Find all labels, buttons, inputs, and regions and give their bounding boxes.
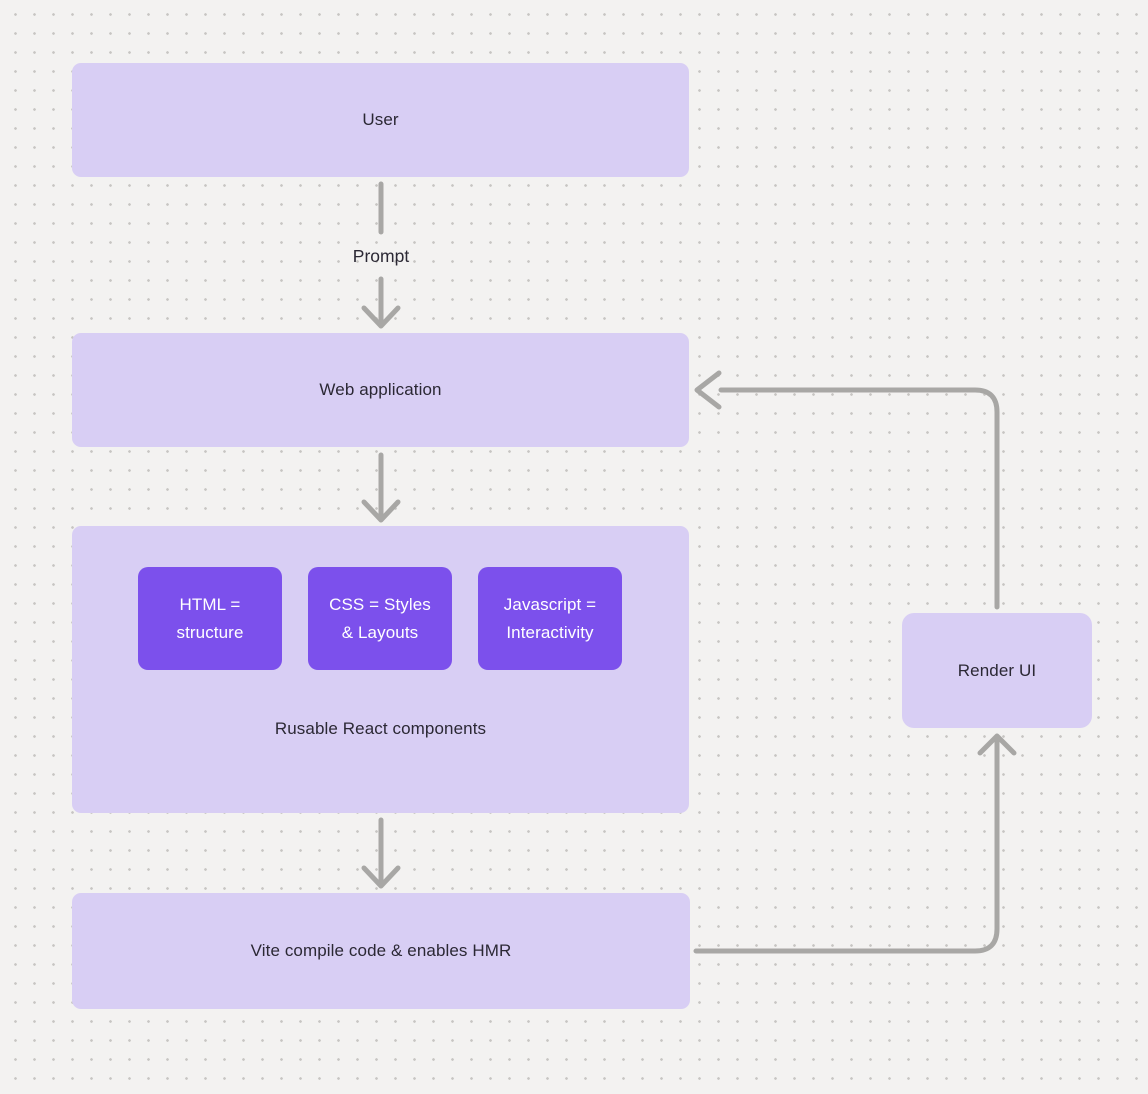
down-arrowhead-icon xyxy=(361,305,401,329)
connector-vite-to-renderui xyxy=(693,738,1000,954)
node-user-label: User xyxy=(362,110,399,129)
node-user: User xyxy=(72,63,689,177)
down-arrowhead-icon xyxy=(361,865,401,889)
edge-label-prompt: Prompt xyxy=(352,246,410,266)
card-css-line-1: CSS = Styles xyxy=(329,594,431,614)
node-vite: Vite compile code & enables HMR xyxy=(72,893,690,1009)
card-html-line-2: structure xyxy=(176,622,244,642)
card-css: CSS = Styles & Layouts xyxy=(308,567,452,670)
node-components-group: HTML = structure CSS = Styles & Layouts … xyxy=(72,526,689,813)
connector-renderui-to-webapp xyxy=(718,387,1000,610)
node-vite-label: Vite compile code & enables HMR xyxy=(250,941,512,960)
card-html: HTML = structure xyxy=(138,567,282,670)
card-html-line-1: HTML = xyxy=(179,594,241,614)
card-javascript-line-2: Interactivity xyxy=(506,622,594,642)
up-arrowhead-icon xyxy=(977,733,1017,756)
left-arrowhead-icon xyxy=(694,370,722,410)
down-arrowhead-icon xyxy=(361,499,401,523)
card-css-line-2: & Layouts xyxy=(341,622,419,642)
node-web-application-label: Web application xyxy=(319,380,442,399)
node-render-ui: Render UI xyxy=(902,613,1092,728)
card-javascript-line-1: Javascript = xyxy=(503,594,597,614)
card-javascript: Javascript = Interactivity xyxy=(478,567,622,670)
node-web-application: Web application xyxy=(72,333,689,447)
node-render-ui-label: Render UI xyxy=(957,660,1037,680)
components-caption: Rusable React components xyxy=(274,719,487,738)
